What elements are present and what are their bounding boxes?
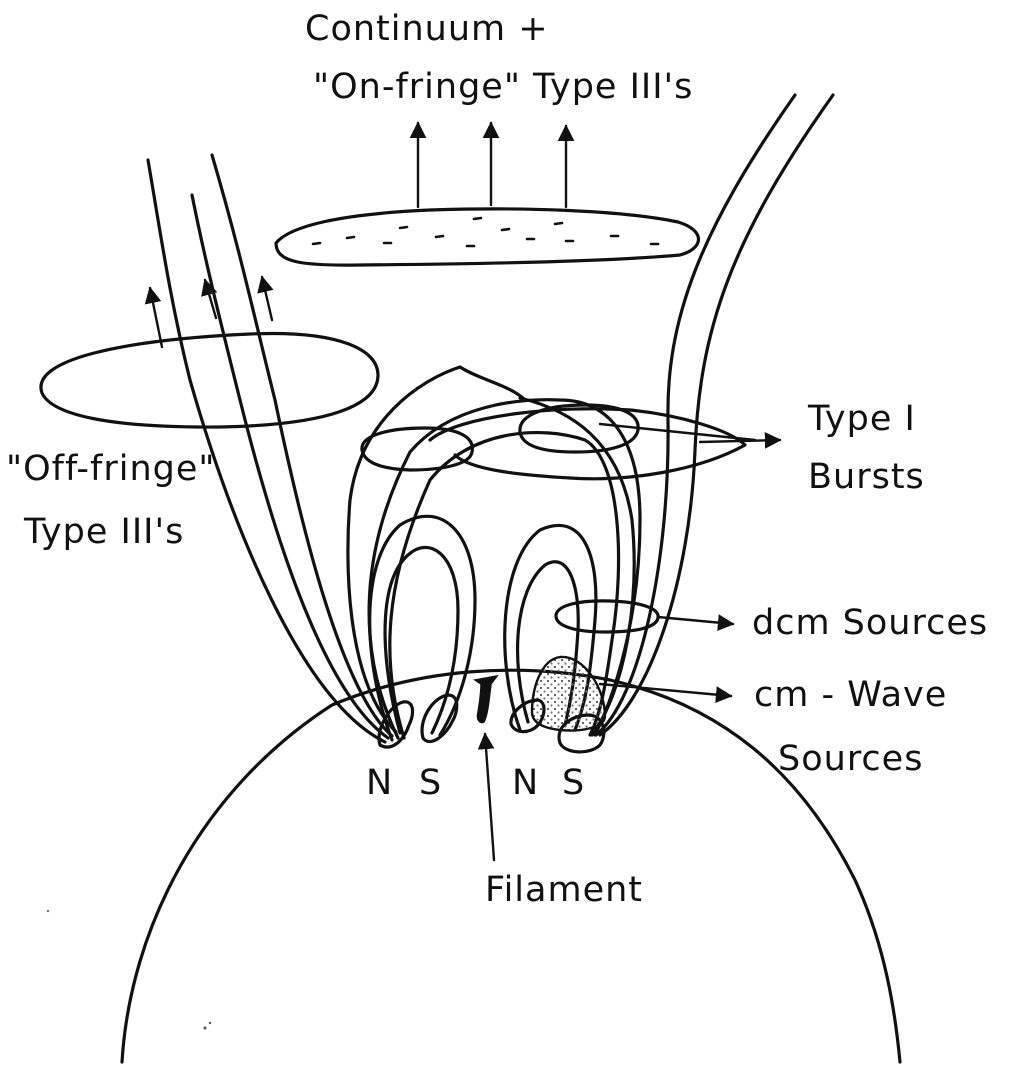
type-i-label-line2: Bursts xyxy=(808,460,925,495)
continuum-label-line1: Continuum + xyxy=(305,12,549,47)
continuum-source-dashes xyxy=(313,218,658,246)
speck xyxy=(204,1027,207,1030)
continuum-label-line2: "On-fringe" Type III's xyxy=(313,70,693,105)
polarity-s-left: S xyxy=(419,766,442,801)
filament-label: Filament xyxy=(485,873,643,908)
polarity-n-left: N xyxy=(366,766,393,801)
cm-wave-sources-arrow xyxy=(600,684,731,696)
polarity-s-right: S xyxy=(562,766,585,801)
off-fringe-label-line1: "Off-fringe" xyxy=(6,452,215,487)
continuum-source-region xyxy=(276,209,699,265)
type-i-bursts-arrow xyxy=(700,440,780,442)
polarity-n-right: N xyxy=(512,766,539,801)
off-fringe-source-region xyxy=(41,333,378,427)
dcm-source-region xyxy=(556,601,658,632)
cm-wave-label-line2: Sources xyxy=(778,742,923,777)
dcm-sources-arrow xyxy=(658,617,733,624)
off-fringe-label-line2: Type III's xyxy=(24,515,184,550)
speck xyxy=(209,1022,211,1024)
type-i-source-left xyxy=(362,428,472,470)
solar-limb xyxy=(122,670,900,1062)
filament-marker xyxy=(475,676,497,723)
dcm-sources-label: dcm Sources xyxy=(752,606,988,641)
off-fringe-arrow-3 xyxy=(262,277,272,320)
filament-arrow xyxy=(485,734,494,860)
speck xyxy=(47,910,49,912)
type-i-label-line1: Type I xyxy=(808,402,916,437)
cm-wave-label-line1: cm - Wave xyxy=(754,678,947,713)
off-fringe-arrow-1 xyxy=(150,288,162,347)
